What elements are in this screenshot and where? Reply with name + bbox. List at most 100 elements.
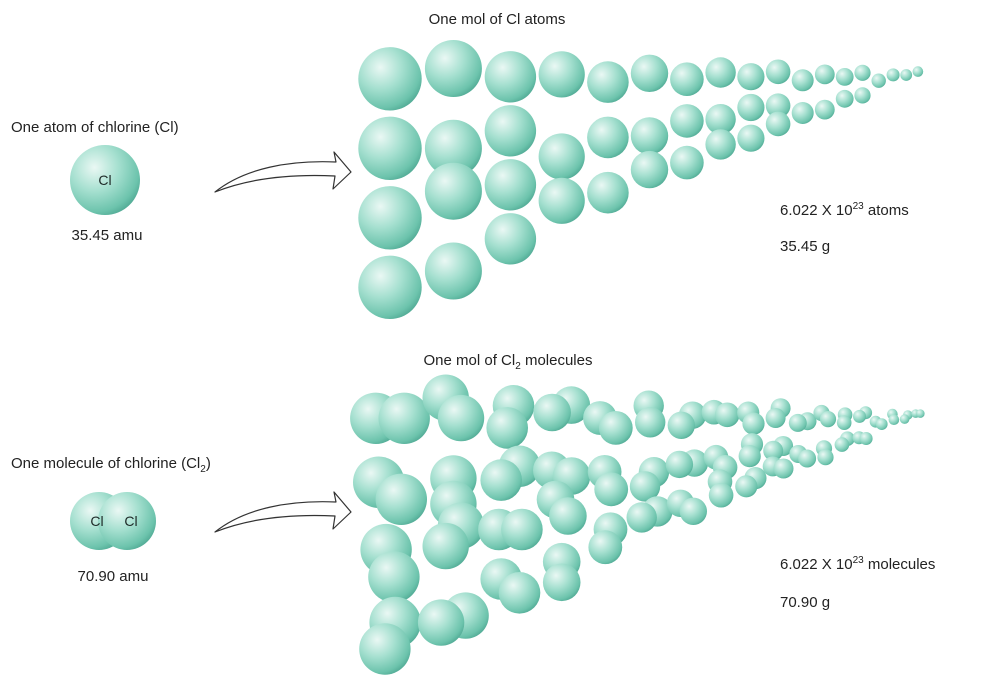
atom-sphere: [814, 99, 835, 120]
molecule-sphere: [899, 414, 910, 424]
single-molecule-caption: One molecule of chlorine (Cl2): [11, 455, 211, 475]
atom-sphere: [854, 64, 871, 81]
molecule-sphere: [836, 415, 852, 431]
single-atom-mass: 35.45 amu: [71, 227, 143, 244]
atom-sphere: [630, 54, 669, 92]
atom-sphere: [705, 104, 736, 135]
atom-sphere: [670, 145, 704, 180]
single-molecule-symbol-left: Cl: [90, 513, 104, 529]
molecule-sphere: [875, 418, 888, 430]
atoms-count: 6.022 X 1023 atoms: [780, 201, 909, 220]
atom-sphere: [424, 242, 482, 300]
molecule-sphere: [437, 394, 485, 442]
molecule-sphere: [853, 409, 866, 423]
molecule-sphere: [738, 445, 761, 468]
atom-sphere: [358, 47, 422, 111]
molecule-sphere: [626, 502, 657, 533]
atom-sphere: [424, 119, 482, 177]
atom-sphere: [484, 159, 537, 211]
molecule-sphere: [742, 412, 765, 435]
atom-sphere: [538, 133, 585, 180]
molecule-sphere: [498, 572, 541, 614]
atom-sphere: [424, 40, 482, 97]
molecules-count: 6.022 X 1023 molecules: [780, 555, 936, 574]
atom-sphere: [670, 104, 704, 138]
atom-sphere: [835, 89, 854, 108]
molecule-sphere: [788, 413, 807, 432]
atom-sphere: [765, 111, 791, 137]
atom-sphere: [912, 66, 924, 77]
molecule-sphere: [501, 508, 543, 551]
mol-molecules-heading: One mol of Cl2 molecules: [423, 352, 593, 372]
molecule-sphere: [665, 450, 694, 479]
molecule-sphere: [819, 411, 837, 428]
molecule-sphere: [588, 530, 623, 565]
molecule-sphere: [635, 407, 666, 438]
atom-sphere: [814, 64, 835, 85]
atom-sphere: [705, 129, 736, 160]
molecule-sphere: [629, 471, 661, 502]
molecule-sphere: [859, 432, 873, 445]
molecule-sphere: [773, 458, 794, 479]
molecule-sphere: [708, 482, 734, 508]
atom-sphere: [630, 117, 669, 155]
atom-sphere: [358, 255, 422, 319]
molecule-sphere: [542, 563, 581, 602]
single-atom-caption: One atom of chlorine (Cl): [11, 119, 179, 136]
atom-sphere: [538, 51, 585, 98]
molecule-sphere: [375, 473, 427, 525]
atom-sphere: [886, 68, 900, 82]
atom-sphere: [358, 186, 422, 250]
arrow-icon-bottom: [214, 491, 352, 533]
molecule-sphere: [679, 497, 707, 525]
molecule-sphere: [422, 522, 469, 570]
mol-molecules-cluster: [350, 374, 925, 675]
atom-sphere: [484, 51, 537, 103]
atom-sphere: [538, 177, 585, 224]
molecule-sphere: [834, 437, 850, 452]
atom-sphere: [737, 124, 765, 152]
molecule-sphere: [594, 472, 629, 507]
atom-sphere: [424, 162, 482, 220]
atom-sphere: [705, 57, 736, 88]
molecules-grams: 70.90 g: [780, 594, 831, 611]
atom-sphere: [358, 116, 422, 180]
atom-sphere: [630, 150, 669, 189]
molecule-sphere: [888, 414, 900, 426]
molecule-sphere: [714, 402, 740, 428]
molecule-sphere: [916, 409, 925, 418]
atom-sphere: [835, 68, 854, 86]
atom-sphere: [670, 62, 704, 96]
atom-sphere: [871, 73, 886, 88]
molecule-sphere: [817, 449, 834, 466]
arrow-icon-top: [214, 151, 352, 193]
atom-sphere: [765, 93, 791, 118]
atom-sphere: [484, 105, 537, 157]
single-molecule-symbol-right: Cl: [124, 513, 138, 529]
molecule-sphere: [798, 449, 817, 468]
molecule-sphere: [359, 623, 411, 675]
single-molecule-spheres: [70, 492, 156, 550]
single-atom-sphere: [70, 145, 140, 215]
molecule-sphere: [417, 599, 465, 646]
atom-sphere: [765, 59, 791, 85]
atom-sphere: [587, 116, 629, 159]
atoms-grams: 35.45 g: [780, 238, 831, 255]
atom-sphere: [791, 69, 814, 92]
mol-atoms-cluster: [358, 40, 924, 319]
molecule-sphere: [486, 407, 528, 449]
molecule-sphere: [765, 408, 786, 428]
molecule-sphere: [549, 497, 587, 535]
atom-sphere: [737, 63, 765, 91]
atom-sphere: [900, 69, 913, 81]
single-atom-symbol: Cl: [98, 172, 112, 188]
molecule-sphere: [378, 392, 430, 444]
molecule-sphere: [667, 411, 695, 439]
atom-sphere: [587, 61, 629, 103]
atom-sphere: [737, 93, 765, 122]
molecule-sphere: [735, 475, 758, 498]
molecule-sphere: [480, 459, 522, 501]
atom-sphere: [587, 171, 629, 214]
molecule-sphere: [763, 440, 784, 461]
